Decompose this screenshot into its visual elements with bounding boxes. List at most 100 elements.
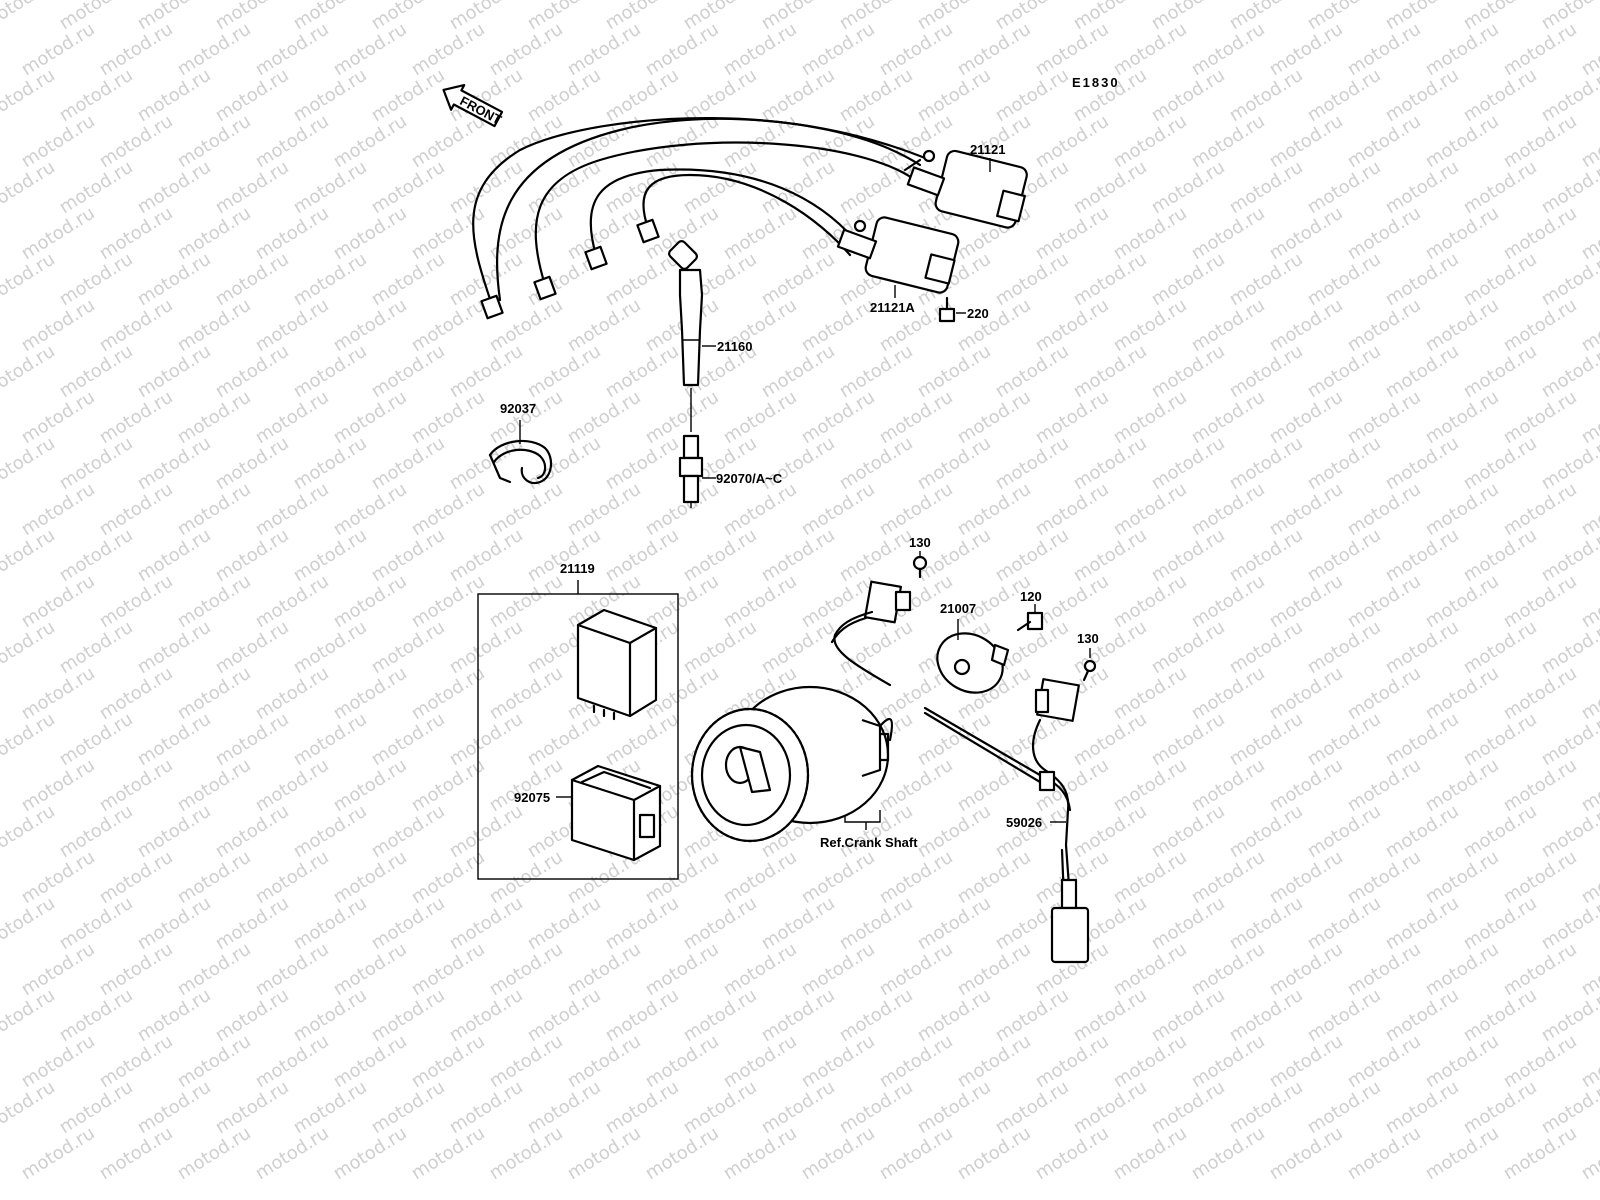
watermark-text: motod.ru <box>720 203 801 265</box>
watermark-text: motod.ru <box>1422 663 1503 725</box>
watermark-text: motod.ru <box>1460 893 1541 955</box>
watermark-text: motod.ru <box>1070 985 1151 1047</box>
watermark-text: motod.ru <box>1032 111 1113 173</box>
watermark-text: motod.ru <box>876 939 957 1001</box>
watermark-text: motod.ru <box>0 0 59 34</box>
watermark-text: motod.ru <box>642 19 723 81</box>
watermark-text: motod.ru <box>836 1077 917 1139</box>
watermark-text: motod.ru <box>1460 433 1541 495</box>
watermark-text: motod.ru <box>290 893 371 955</box>
watermark-text: motod.ru <box>134 893 215 955</box>
watermark-text: motod.ru <box>602 157 683 219</box>
watermark-text: motod.ru <box>1500 19 1581 81</box>
watermark-text: motod.ru <box>446 341 527 403</box>
watermark-text: motod.ru <box>330 571 411 633</box>
watermark-text: motod.ru <box>1578 1123 1600 1185</box>
watermark-text: motod.ru <box>798 111 879 173</box>
watermark-text: motod.ru <box>56 709 137 771</box>
watermark-text: motod.ru <box>174 1123 255 1185</box>
watermark-text: motod.ru <box>1148 801 1229 863</box>
watermark-text: motod.ru <box>1344 571 1425 633</box>
watermark-text: motod.ru <box>290 1077 371 1139</box>
watermark-text: motod.ru <box>134 157 215 219</box>
watermark-text: motod.ru <box>56 1077 137 1139</box>
watermark-text: motod.ru <box>96 295 177 357</box>
watermark-text: motod.ru <box>758 341 839 403</box>
watermark-text: motod.ru <box>1266 19 1347 81</box>
watermark-text: motod.ru <box>368 617 449 679</box>
watermark-text: motod.ru <box>876 1123 957 1185</box>
watermark-text: motod.ru <box>1382 985 1463 1047</box>
watermark-text: motod.ru <box>602 893 683 955</box>
watermark-text: motod.ru <box>1500 663 1581 725</box>
coil-bolt <box>938 296 956 323</box>
watermark-text: motod.ru <box>212 985 293 1047</box>
watermark-text: motod.ru <box>914 433 995 495</box>
watermark-text: motod.ru <box>1032 203 1113 265</box>
igniter-rubber-holder <box>570 764 662 862</box>
watermark-text: motod.ru <box>1266 847 1347 909</box>
watermark-text: motod.ru <box>290 0 371 34</box>
watermark-text: motod.ru <box>1304 525 1385 587</box>
watermark-text: motod.ru <box>720 19 801 81</box>
watermark-text: motod.ru <box>252 1123 333 1185</box>
watermark-text: motod.ru <box>174 295 255 357</box>
watermark-text: motod.ru <box>96 663 177 725</box>
watermark-text: motod.ru <box>330 939 411 1001</box>
watermark-text: motod.ru <box>1460 157 1541 219</box>
watermark-text: motod.ru <box>18 19 99 81</box>
watermark-text: motod.ru <box>1032 479 1113 541</box>
watermark-text: motod.ru <box>954 387 1035 449</box>
watermark-text: motod.ru <box>368 249 449 311</box>
watermark-text: motod.ru <box>486 847 567 909</box>
watermark-text: motod.ru <box>1266 479 1347 541</box>
watermark-text: motod.ru <box>1304 801 1385 863</box>
watermark-text: motod.ru <box>1188 19 1269 81</box>
watermark-text: motod.ru <box>1422 847 1503 909</box>
watermark-text: motod.ru <box>1344 663 1425 725</box>
watermark-text: motod.ru <box>1344 755 1425 817</box>
watermark-text: motod.ru <box>290 985 371 1047</box>
watermark-text: motod.ru <box>720 571 801 633</box>
timing-rotor <box>936 632 1010 694</box>
watermark-text: motod.ru <box>914 801 995 863</box>
watermark-text: motod.ru <box>758 893 839 955</box>
watermark-text: motod.ru <box>642 571 723 633</box>
watermark-text: motod.ru <box>330 203 411 265</box>
watermark-text: motod.ru <box>1266 1031 1347 1093</box>
watermark-text: motod.ru <box>1422 19 1503 81</box>
watermark-text: motod.ru <box>1148 1077 1229 1139</box>
watermark-text: motod.ru <box>602 65 683 127</box>
watermark-text: motod.ru <box>1070 65 1151 127</box>
watermark-text: motod.ru <box>174 19 255 81</box>
watermark-text: motod.ru <box>1460 985 1541 1047</box>
watermark-text: motod.ru <box>1226 65 1307 127</box>
watermark-text: motod.ru <box>1304 433 1385 495</box>
watermark-text: motod.ru <box>1500 203 1581 265</box>
watermark-text: motod.ru <box>252 295 333 357</box>
watermark-text: motod.ru <box>1382 801 1463 863</box>
watermark-text: motod.ru <box>408 571 489 633</box>
watermark-text: motod.ru <box>1460 709 1541 771</box>
watermark-text: motod.ru <box>1382 157 1463 219</box>
watermark-text: motod.ru <box>212 801 293 863</box>
crank-ref-bracket <box>844 810 881 823</box>
watermark-text: motod.ru <box>486 755 567 817</box>
watermark-text: motod.ru <box>330 111 411 173</box>
label-92037: 92037 <box>500 401 536 416</box>
watermark-text: motod.ru <box>564 939 645 1001</box>
watermark-text: motod.ru <box>758 525 839 587</box>
watermark-text: motod.ru <box>524 65 605 127</box>
watermark-text: motod.ru <box>798 387 879 449</box>
watermark-text: motod.ru <box>1422 295 1503 357</box>
watermark-text: motod.ru <box>1226 1077 1307 1139</box>
watermark-text: motod.ru <box>446 1077 527 1139</box>
watermark-text: motod.ru <box>602 0 683 34</box>
watermark-text: motod.ru <box>602 525 683 587</box>
watermark-text: motod.ru <box>1148 249 1229 311</box>
watermark-text: motod.ru <box>446 801 527 863</box>
watermark-text: motod.ru <box>1266 295 1347 357</box>
watermark-text: motod.ru <box>1226 0 1307 34</box>
watermark-text: motod.ru <box>56 65 137 127</box>
watermark-text: motod.ru <box>1382 525 1463 587</box>
